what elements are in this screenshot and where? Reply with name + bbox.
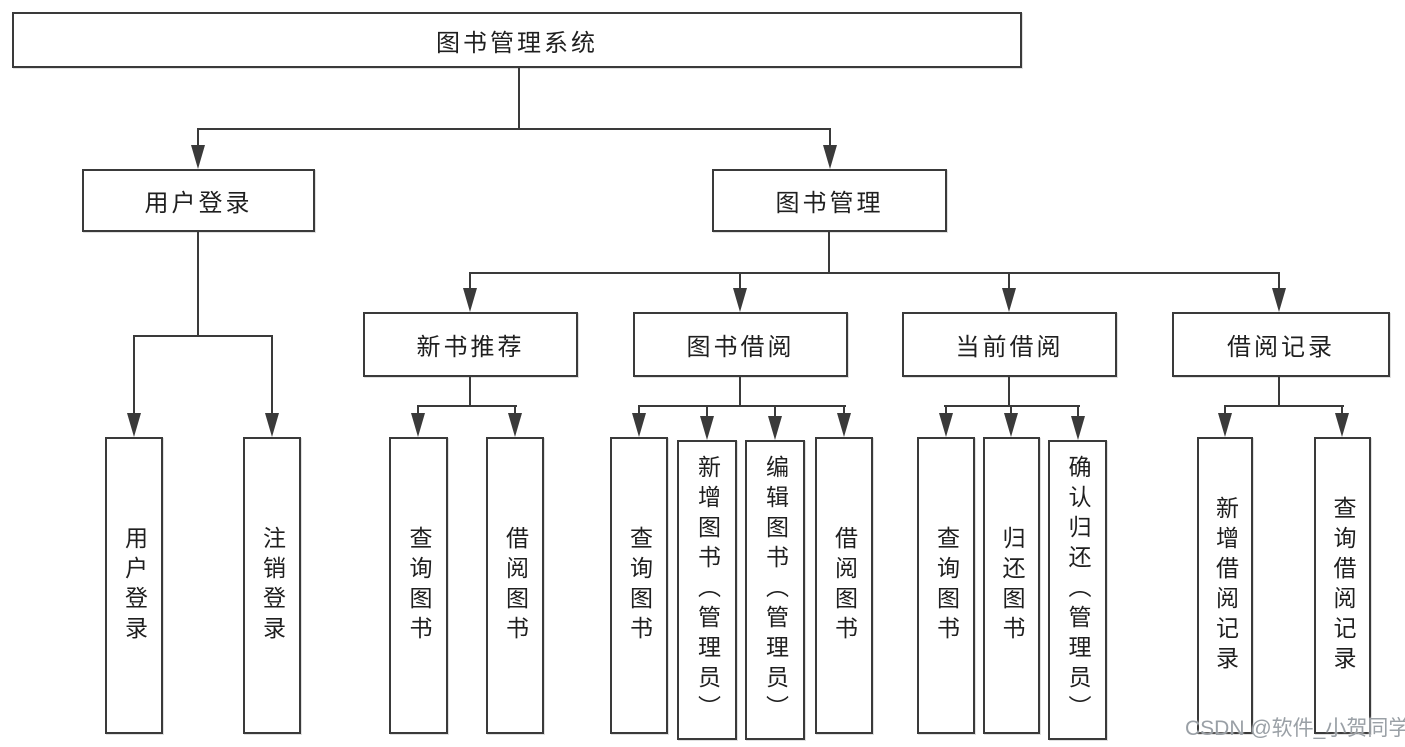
arrow-down-icon [1071, 416, 1085, 440]
leaf-add-book-admin-label: 新增图书（管理员） [694, 455, 721, 725]
leaf-logout: 注销登录 [243, 437, 301, 734]
arrow-down-icon [837, 413, 851, 437]
leaf-logout-label: 注销登录 [259, 525, 286, 646]
connector-line [638, 405, 640, 417]
connector-line [1008, 377, 1010, 407]
leaf-add-book-admin: 新增图书（管理员） [677, 440, 737, 740]
leaf-query-books-current-label: 查询图书 [933, 525, 960, 646]
connector-line [417, 405, 419, 417]
connector-line [1341, 405, 1343, 417]
leaf-query-books-recommend: 查询图书 [389, 437, 448, 734]
arrow-down-icon [508, 413, 522, 437]
leaf-query-books-current: 查询图书 [917, 437, 975, 734]
node-new-book-recommend: 新书推荐 [363, 312, 578, 377]
connector-line [739, 272, 741, 288]
connector-line [706, 405, 708, 417]
connector-line [1224, 405, 1344, 407]
connector-line [417, 405, 517, 407]
node-root-label: 图书管理系统 [436, 29, 598, 57]
arrow-down-icon [191, 145, 205, 169]
node-current-borrow-label: 当前借阅 [955, 334, 1064, 361]
csdn-watermark: CSDN @软件_小贺同学 [1185, 717, 1405, 740]
connector-line [514, 405, 516, 417]
arrow-down-icon [768, 416, 782, 440]
leaf-edit-book-admin-label: 编辑图书（管理员） [762, 455, 789, 725]
arrow-down-icon [463, 288, 477, 312]
connector-line [843, 405, 845, 417]
connector-line [774, 405, 776, 417]
connector-line [197, 128, 831, 130]
connector-line [197, 128, 199, 148]
connector-line [945, 405, 947, 417]
connector-line [133, 335, 135, 415]
node-user-login: 用户登录 [82, 169, 315, 232]
connector-line [1224, 405, 1226, 417]
connector-line [1278, 377, 1280, 407]
connector-line [518, 68, 520, 130]
leaf-user-login-label: 用户登录 [121, 525, 148, 646]
connector-line [638, 405, 846, 407]
arrow-down-icon [1002, 288, 1016, 312]
connector-line [271, 335, 273, 415]
leaf-borrow-books: 借阅图书 [815, 437, 873, 734]
connector-line [829, 128, 831, 148]
leaf-query-borrow-record-label: 查询借阅记录 [1330, 495, 1356, 676]
connector-line [1077, 405, 1079, 417]
leaf-user-login: 用户登录 [105, 437, 163, 734]
arrow-down-icon [1272, 288, 1286, 312]
arrow-down-icon [1004, 413, 1018, 437]
leaf-query-books-borrow-label: 查询图书 [626, 525, 653, 646]
node-borrow-records-label: 借阅记录 [1227, 334, 1335, 361]
leaf-query-books-borrow: 查询图书 [610, 437, 668, 734]
leaf-query-borrow-record: 查询借阅记录 [1314, 437, 1371, 734]
arrow-down-icon [632, 413, 646, 437]
node-new-book-recommend-label: 新书推荐 [416, 334, 525, 361]
node-borrow-records: 借阅记录 [1172, 312, 1390, 377]
leaf-return-book-label: 归还图书 [999, 525, 1025, 646]
connector-line [469, 272, 471, 288]
connector-line [739, 377, 741, 407]
connector-line [133, 335, 273, 337]
connector-line [1008, 272, 1010, 288]
leaf-confirm-return-admin: 确认归还（管理员） [1048, 440, 1107, 740]
arrow-down-icon [1335, 413, 1349, 437]
node-user-login-label: 用户登录 [144, 190, 253, 217]
node-book-borrow-label: 图书借阅 [686, 334, 795, 361]
leaf-borrow-books-label: 借阅图书 [831, 525, 858, 646]
leaf-edit-book-admin: 编辑图书（管理员） [745, 440, 805, 740]
node-book-borrow: 图书借阅 [633, 312, 848, 377]
connector-line [197, 232, 199, 337]
leaf-borrow-books-recommend-label: 借阅图书 [502, 525, 529, 646]
node-book-management: 图书管理 [712, 169, 947, 232]
leaf-add-borrow-record: 新增借阅记录 [1197, 437, 1253, 734]
connector-line [1278, 272, 1280, 288]
node-current-borrow: 当前借阅 [902, 312, 1117, 377]
connector-line [469, 377, 471, 407]
arrow-down-icon [733, 288, 747, 312]
connector-line [1010, 405, 1012, 417]
arrow-down-icon [823, 145, 837, 169]
arrow-down-icon [1218, 413, 1232, 437]
connector-line [828, 232, 830, 274]
node-root: 图书管理系统 [12, 12, 1022, 68]
connector-line [469, 272, 1280, 274]
arrow-down-icon [411, 413, 425, 437]
node-book-management-label: 图书管理 [775, 190, 884, 217]
leaf-return-book: 归还图书 [983, 437, 1040, 734]
leaf-confirm-return-admin-label: 确认归还（管理员） [1065, 455, 1091, 725]
arrow-down-icon [700, 416, 714, 440]
connector-line [944, 405, 1080, 407]
arrow-down-icon [265, 413, 279, 437]
leaf-query-books-recommend-label: 查询图书 [406, 525, 432, 646]
arrow-down-icon [127, 413, 141, 437]
leaf-borrow-books-recommend: 借阅图书 [486, 437, 544, 734]
arrow-down-icon [939, 413, 953, 437]
leaf-add-borrow-record-label: 新增借阅记录 [1212, 495, 1239, 676]
